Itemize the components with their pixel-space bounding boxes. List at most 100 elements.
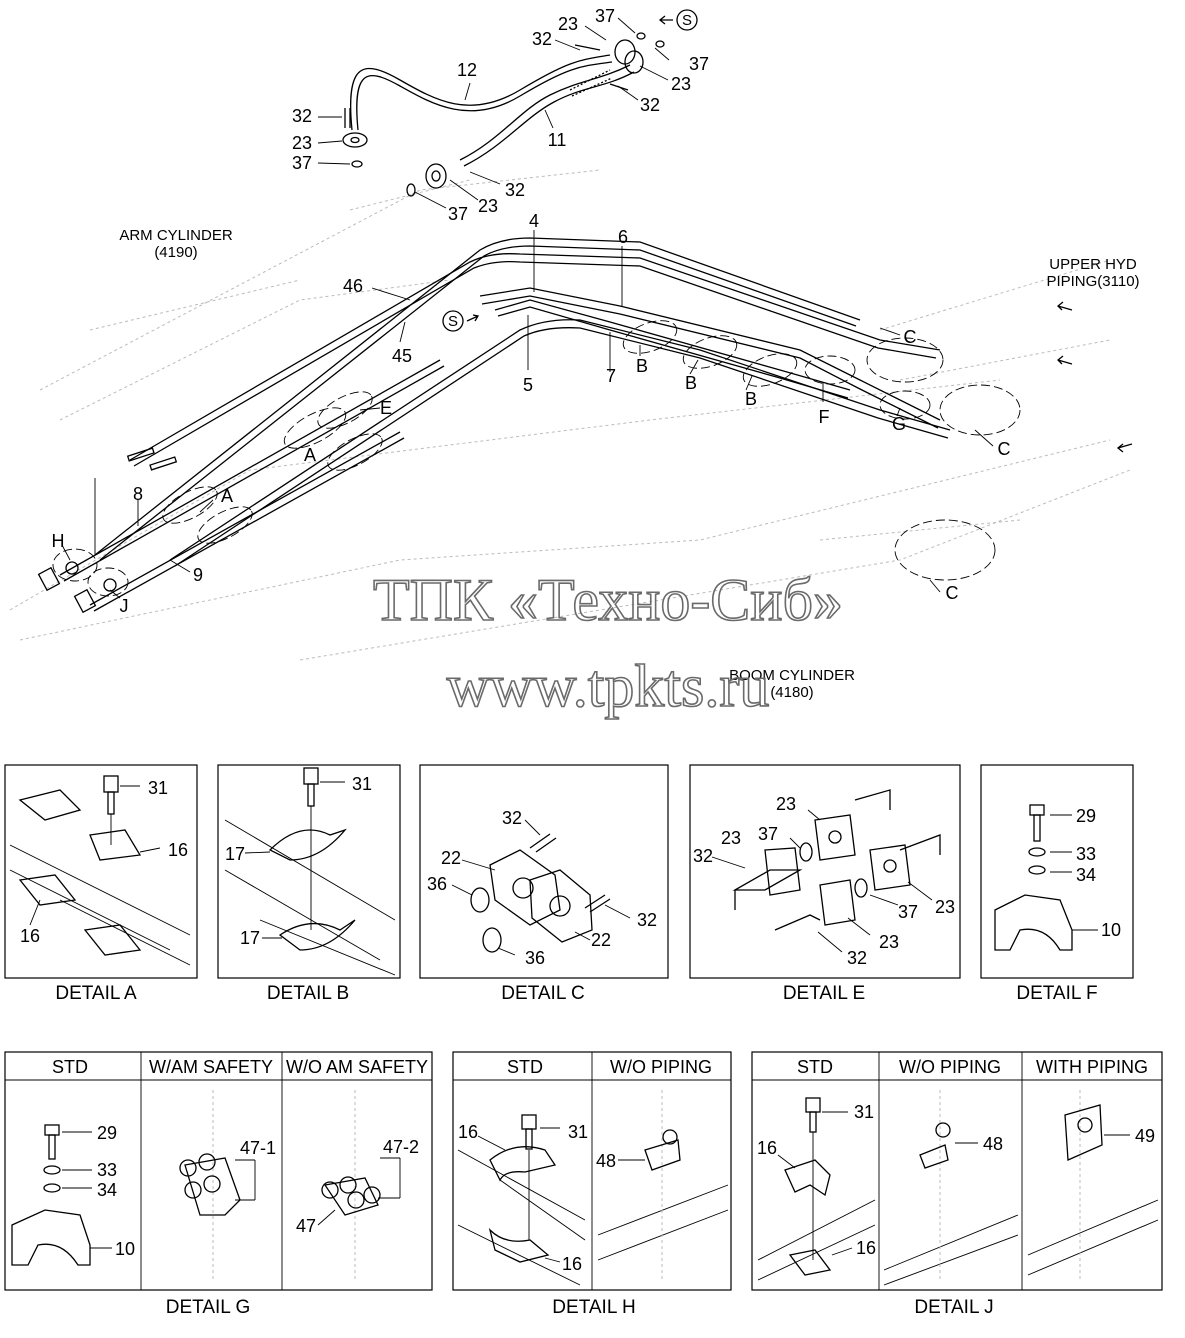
detail-b-caption: DETAIL B [267,983,349,1004]
detail-g-part: 47 [296,1216,316,1236]
detail-e-part: 32 [847,948,867,968]
detail-g-caption: DETAIL G [166,1297,250,1318]
detail-j-caption: DETAIL J [914,1297,993,1318]
detail-e-part: 32 [693,846,713,866]
detail-h-part: 16 [562,1254,582,1274]
detail-c-panel: 32 22 36 32 22 36 DETAIL C [419,764,669,1004]
detail-f-part: 33 [1076,844,1096,864]
callout-C: C [998,439,1011,459]
detail-a-caption: DETAIL A [55,983,137,1004]
callout-37: 37 [595,6,615,26]
detail-e-caption: DETAIL E [783,983,865,1004]
callout-A: A [304,445,316,465]
detail-j-part: 31 [854,1102,874,1122]
detail-h-header-std: STD [507,1057,543,1077]
detail-c-part: 32 [637,910,657,930]
callout-8: 8 [133,484,143,504]
upper-hyd-piping-label: PIPING(3110) [1046,273,1139,290]
detail-e-part: 23 [879,932,899,952]
watermark-url: www.tpkts.ru [447,653,770,719]
detail-b-part: 17 [225,844,245,864]
pipe-45 [129,253,941,467]
callout-12: 12 [457,60,477,80]
arrow-icon [466,314,480,322]
detail-h-panel: STD W/O PIPING 16 31 16 48 DETAIL H [452,1051,732,1318]
bolt-icon [103,775,119,793]
pipe-group-4-7 [169,287,951,567]
callout-32: 32 [292,106,312,126]
detail-f-panel: 29 33 34 10 DETAIL F [980,764,1134,1004]
detail-c-part: 22 [441,848,461,868]
callout-23: 23 [671,74,691,94]
detail-b-panel: 31 17 17 DETAIL B [217,764,401,1004]
detail-a-panel: 31 16 16 DETAIL A [4,764,198,1004]
pipe-8-9 [59,359,445,612]
detail-a-part: 16 [20,926,40,946]
detail-c-caption: DETAIL C [501,983,584,1004]
detail-e-panel: 23 23 37 32 37 23 23 32 DETAIL E [689,764,961,1004]
detail-j-header-with-piping: WITH PIPING [1036,1057,1148,1077]
callout-32: 32 [532,29,552,49]
arrow-icon [1057,301,1073,311]
callout-37: 37 [689,54,709,74]
pipe-46 [94,237,861,561]
top-flanges [342,32,665,197]
detail-j-part: 16 [757,1138,777,1158]
detail-ellipses [52,320,1021,597]
arrow-icon [1057,355,1073,365]
callout-B: B [636,356,648,376]
detail-h-caption: DETAIL H [552,1297,635,1318]
callout-A: A [221,486,233,506]
detail-j-part: 49 [1135,1126,1155,1146]
detail-b-part: 17 [240,928,260,948]
callout-9: 9 [193,565,203,585]
s-marker-mid: S [448,313,458,330]
callout-6: 6 [618,227,628,247]
detail-g-part: 33 [97,1160,117,1180]
hose-12 [350,54,613,131]
detail-e-part: 23 [721,828,741,848]
detail-g-part: 34 [97,1180,117,1200]
callout-37: 37 [448,204,468,224]
detail-j-header-no-piping: W/O PIPING [899,1057,1001,1077]
detail-e-part: 23 [776,794,796,814]
detail-j-header-std: STD [797,1057,833,1077]
detail-e-part: 37 [898,902,918,922]
callout-H: H [52,531,65,551]
detail-g-part: 47-1 [240,1138,276,1158]
detail-g-header-std: STD [52,1057,88,1077]
detail-g-part: 10 [115,1239,135,1259]
detail-c-part: 36 [525,948,545,968]
callout-5: 5 [523,375,533,395]
callout-C: C [904,327,917,347]
detail-g-part: 29 [97,1123,117,1143]
callout-C: C [946,583,959,603]
s-marker-top: S [682,12,692,29]
callout-23: 23 [478,196,498,216]
boom-cylinder-label: BOOM CYLINDER [729,667,855,684]
detail-a-part: 16 [168,840,188,860]
bolt-icon [303,767,319,785]
callout-32: 32 [640,95,660,115]
callout-32: 32 [505,180,525,200]
left-end-fittings [37,447,178,614]
callout-45: 45 [392,346,412,366]
detail-e-part: 37 [758,824,778,844]
boom-cylinder-code: (4180) [770,684,813,701]
upper-hyd-label: UPPER HYD [1049,256,1137,273]
detail-f-part: 10 [1101,920,1121,940]
detail-f-caption: DETAIL F [1016,983,1097,1004]
detail-g-header-am-safety: W/AM SAFETY [149,1057,273,1077]
arrow-icon [658,15,673,25]
bolt-icon [805,1097,821,1113]
phantom-outlines [9,169,1131,661]
detail-h-part: 31 [568,1122,588,1142]
callout-J: J [120,596,129,616]
callout-23: 23 [292,133,312,153]
callout-37: 37 [292,153,312,173]
bolt-icon [1029,804,1045,816]
detail-g-header-no-am-safety: W/O AM SAFETY [286,1057,428,1077]
main-assembly-view: S S [9,6,1140,701]
arm-cylinder-label: ARM CYLINDER [119,227,233,244]
detail-c-part: 36 [427,874,447,894]
